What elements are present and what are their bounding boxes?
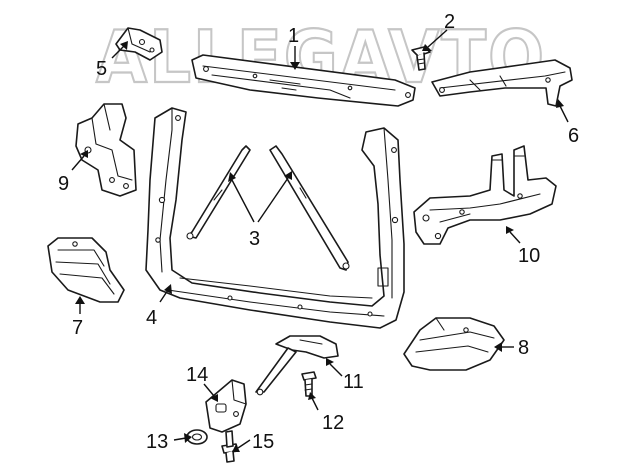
- part-latch-rod: [255, 335, 339, 396]
- callout-6: 6: [568, 125, 579, 147]
- part-latch-bracket: [205, 379, 247, 433]
- callout-15: 15: [252, 431, 274, 453]
- part-right-reinforcement: [413, 145, 557, 245]
- callout-10: 10: [518, 245, 540, 267]
- part-left-bracket: [115, 27, 163, 61]
- callout-12: 12: [322, 412, 344, 434]
- callout-8: 8: [518, 337, 529, 359]
- part-radiator-support-frame: [145, 107, 405, 329]
- part-left-headlamp-bracket: [75, 103, 137, 197]
- part-right-deflector: [403, 317, 505, 371]
- callout-4: 4: [146, 307, 157, 329]
- part-right-bracket: [431, 59, 573, 107]
- callout-2: 2: [444, 11, 455, 33]
- callout-14: 14: [186, 364, 208, 386]
- callout-7: 7: [72, 317, 83, 339]
- callout-3: 3: [249, 228, 260, 250]
- callout-9: 9: [58, 173, 69, 195]
- leader-lines: [71, 29, 569, 452]
- part-left-deflector: [47, 237, 125, 303]
- callout-5: 5: [96, 58, 107, 80]
- part-bolt-12: [301, 371, 317, 397]
- callout-1: 1: [288, 25, 299, 47]
- callout-11: 11: [343, 371, 364, 393]
- callout-13: 13: [146, 431, 168, 453]
- part-upper-tie-bar: [191, 54, 416, 107]
